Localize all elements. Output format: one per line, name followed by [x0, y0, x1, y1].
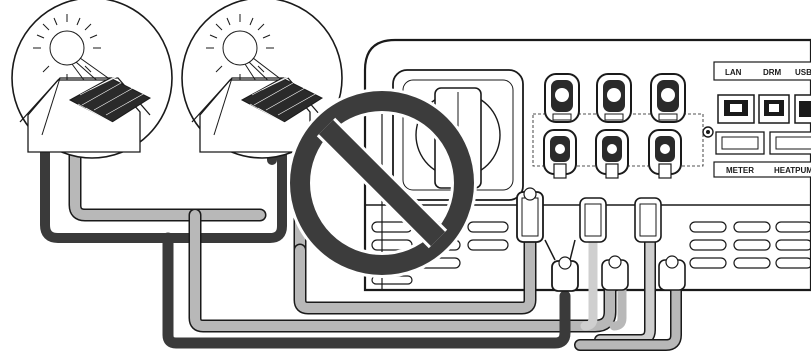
meter-label: METER — [726, 166, 754, 175]
mc4-socket-bottom-3 — [649, 130, 681, 178]
mc4-plug-3 — [580, 198, 606, 242]
mc4-socket-top-1 — [545, 74, 579, 122]
mc4-socket-bottom-1 — [544, 130, 576, 178]
usb-label: USB — [795, 68, 811, 77]
mc4-sockets-top — [545, 74, 685, 122]
mc4-plug-4 — [602, 256, 628, 290]
mc4-plug-1 — [517, 188, 543, 242]
heatpump-label: HEATPUMP — [774, 166, 811, 175]
mc4-sockets-bottom — [544, 130, 681, 178]
mc4-socket-top-3 — [651, 74, 685, 122]
mc4-socket-bottom-2 — [596, 130, 628, 178]
drm-label: DRM — [763, 68, 782, 77]
mc4-plug-2 — [552, 257, 578, 291]
mc4-plug-5 — [635, 198, 661, 242]
mc4-plug-6 — [659, 256, 685, 290]
lan-label: LAN — [725, 68, 742, 77]
solar-house-left — [12, 0, 172, 158]
mc4-socket-top-2 — [597, 74, 631, 122]
meter-port — [716, 132, 764, 154]
